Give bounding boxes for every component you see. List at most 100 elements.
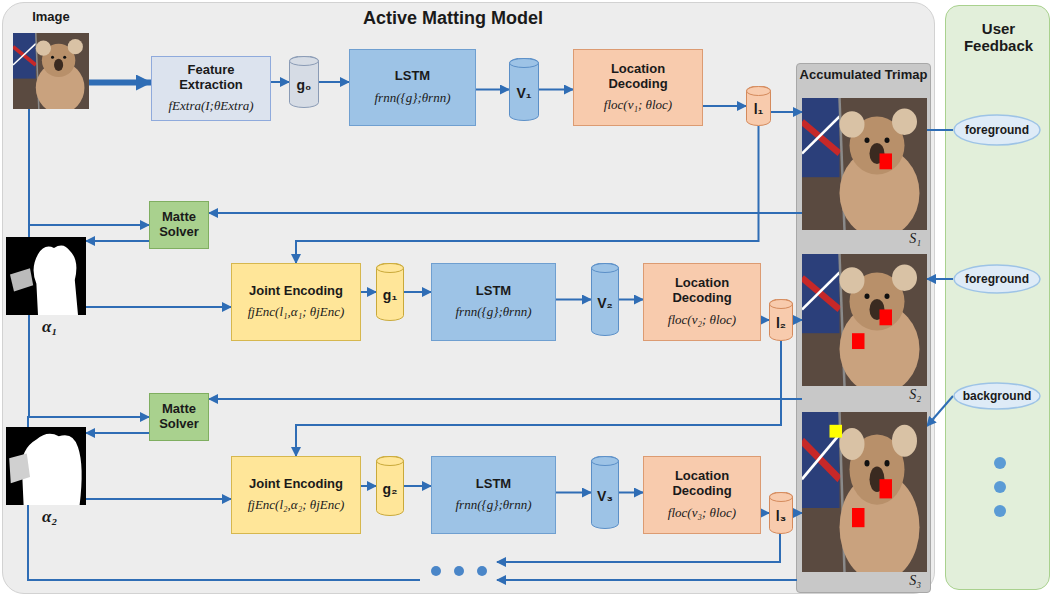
ellipsis-dot — [454, 566, 464, 576]
drawing-shape — [954, 265, 1040, 293]
node-text: S₃ — [909, 573, 921, 589]
node-text: g₁ — [383, 287, 397, 303]
drawing-shape — [802, 98, 840, 177]
connector — [209, 212, 802, 214]
connector — [761, 512, 769, 514]
connector — [271, 81, 289, 83]
drawing-shape — [290, 57, 319, 66]
node-text: V₂ — [597, 295, 613, 311]
text-holder: Accumulated Trimap — [797, 68, 930, 82]
drawing-shape — [840, 111, 865, 137]
picture — [802, 412, 927, 572]
node-text: S₁ — [909, 231, 921, 247]
data-cylinder: l₁ — [746, 86, 771, 126]
connector — [296, 126, 759, 263]
drawing-shape — [865, 294, 870, 299]
image-feed-line — [28, 416, 420, 580]
process-box: Joint EncodingfjEnc(l₁,α₁; θjEnc) — [231, 263, 361, 341]
continue-line — [497, 579, 797, 581]
drawing-shape — [840, 148, 920, 230]
connector — [89, 80, 151, 86]
picture — [13, 33, 89, 109]
node-text: S₂ — [909, 387, 921, 403]
trimap-panel: Accumulated TrimapS₁ S₂ S₃ — [796, 63, 931, 593]
drawing-shape — [830, 425, 843, 438]
process-box: Feature ExtractionfExtra(I;θExtra) — [151, 56, 271, 121]
model-panel: Active Matting ModelImageFeature Extract… — [2, 2, 935, 594]
drawing-shape — [885, 460, 890, 466]
drawing-shape — [802, 434, 840, 479]
drawing-shape — [840, 473, 920, 572]
drawing-shape — [377, 263, 404, 321]
text-holder: V₃ — [591, 456, 619, 529]
text-holder: l₁ — [746, 86, 771, 126]
text-holder: l₃ — [769, 492, 793, 534]
process-box: LSTMfrnn({g};θrnn) — [431, 263, 556, 341]
drawing-shape — [770, 300, 793, 309]
drawing-shape — [377, 264, 404, 273]
drawing-shape — [852, 508, 865, 527]
drawing-shape — [290, 56, 319, 108]
data-cylinder: l₂ — [769, 299, 793, 341]
drawing-shape — [6, 427, 86, 505]
connector — [296, 341, 781, 456]
node-text: Location Decoding — [650, 276, 754, 306]
text-holder: Image — [13, 9, 89, 31]
node-text: foreground — [965, 123, 1029, 137]
ellipsis-dot — [994, 505, 1006, 517]
text-holder: g₁ — [376, 263, 404, 321]
text-holder: g₀ — [289, 56, 319, 108]
connector — [404, 485, 431, 487]
node-text: V₃ — [597, 488, 613, 504]
drawing-shape — [880, 309, 893, 325]
drawing-shape — [13, 33, 36, 79]
node-text: foreground — [965, 272, 1029, 286]
drawing-shape — [10, 268, 33, 291]
text-holder: User Feedback — [950, 20, 1047, 55]
node-text: α₂ — [42, 507, 57, 527]
drawing-shape — [892, 265, 917, 291]
text-holder: V₂ — [591, 263, 619, 336]
node-text: LSTM — [438, 477, 549, 492]
drawing-shape — [885, 138, 890, 143]
connector — [404, 291, 431, 293]
process-box: Joint EncodingfjEnc(l₂,α₂; θjEnc) — [231, 456, 361, 534]
drawing-shape — [592, 264, 619, 273]
text-holder: foreground — [953, 264, 1041, 294]
drawing-shape — [68, 39, 83, 54]
drawing-shape — [9, 454, 30, 484]
drawing-shape — [22, 434, 82, 505]
drawing-shape — [880, 153, 893, 169]
ellipsis-dot — [431, 566, 441, 576]
text-holder: S₂ — [909, 387, 921, 403]
alpha-matte: α₂ — [6, 427, 86, 533]
connector — [927, 396, 953, 426]
drawing-shape — [802, 272, 840, 309]
trimap-image: S₁ — [802, 98, 927, 246]
data-cylinder: V₃ — [591, 456, 619, 529]
connector — [761, 319, 769, 321]
connector — [209, 398, 802, 400]
node-text: V₁ — [516, 85, 531, 101]
ellipsis-dot — [477, 566, 487, 576]
drawing-shape — [13, 44, 36, 65]
connector — [619, 299, 643, 301]
feedback-bubble: foreground — [953, 114, 1041, 146]
data-cylinder: g₁ — [376, 263, 404, 321]
node-text: l₁ — [754, 101, 764, 117]
node-text: Matte Solver — [156, 402, 202, 432]
node-text: Location Decoding — [580, 62, 696, 92]
node-text: α₁ — [42, 317, 57, 337]
connector — [539, 89, 573, 91]
process-box: Location Decodingfloc(v₃; θloc) — [643, 456, 761, 534]
drawing-shape — [34, 245, 78, 315]
data-cylinder: g₀ — [289, 56, 319, 108]
text-holder: S₃ — [909, 573, 921, 589]
connector — [86, 498, 231, 500]
drawing-shape — [510, 58, 539, 121]
feedback-panel: User Feedbackforegroundforegroundbackgro… — [945, 5, 1050, 590]
drawing-shape — [865, 138, 870, 143]
text-holder: S₁ — [909, 231, 921, 247]
ellipsis-dot — [994, 457, 1006, 469]
